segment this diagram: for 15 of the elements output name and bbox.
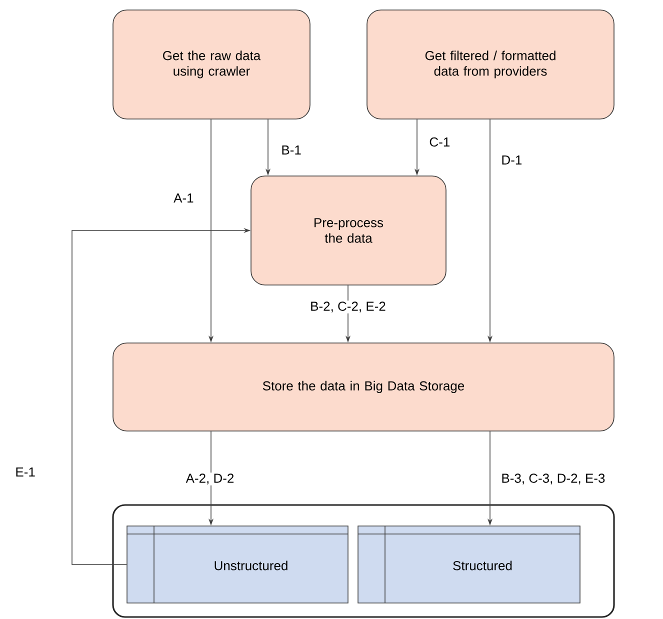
edge-label: C-1 xyxy=(428,136,452,148)
storage-container xyxy=(112,504,615,618)
process-box: Pre-process the data xyxy=(250,176,446,286)
edge-label: D-1 xyxy=(500,154,524,166)
process-box: Get the raw data using crawler xyxy=(112,10,310,120)
table-box: Unstructured xyxy=(126,526,348,604)
table-box: Structured xyxy=(358,526,580,604)
process-box: Store the data in Big Data Storage xyxy=(112,342,614,432)
edge-label: E-1 xyxy=(14,466,36,478)
edge-label: B-3, C-3, D-2, E-3 xyxy=(500,472,606,486)
process-box: Get filtered / formatted data from providers xyxy=(366,10,614,120)
edge-label: B-1 xyxy=(280,144,302,156)
edge-label: A-1 xyxy=(172,192,195,204)
edge-label: A-2, D-2 xyxy=(184,472,236,486)
edge-label: B-2, C-2, E-2 xyxy=(309,300,387,314)
